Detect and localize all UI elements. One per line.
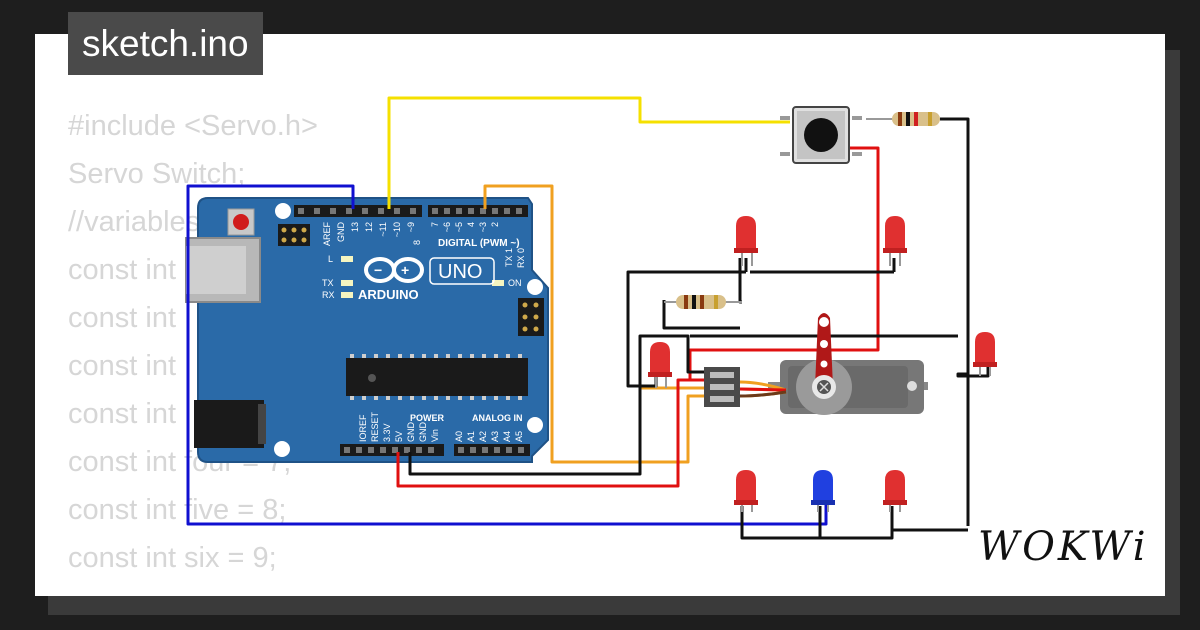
- analog-header-label: ANALOG IN: [472, 413, 523, 423]
- pin-label: ~6: [442, 222, 452, 232]
- led-red[interactable]: [734, 470, 758, 512]
- pin-label: RX 0: [516, 248, 526, 268]
- code-line: const int: [68, 350, 176, 382]
- led-red[interactable]: [883, 470, 907, 512]
- led-red[interactable]: [734, 216, 758, 266]
- digital-header-label: DIGITAL (PWM ~): [438, 238, 520, 249]
- code-line: const int: [68, 398, 176, 430]
- pin-label: A5: [514, 431, 524, 442]
- pin-label: Vin: [430, 429, 440, 442]
- resistor-top[interactable]: [866, 112, 940, 126]
- wokwi-logo: WOKWi: [978, 524, 1149, 570]
- pin-label: IOREF: [358, 414, 368, 442]
- pin-label: ~5: [454, 222, 464, 232]
- led-red[interactable]: [883, 216, 907, 266]
- pin-label: GND: [406, 422, 416, 443]
- pin-label: 7: [430, 222, 440, 227]
- led-label-on: ON: [508, 278, 522, 288]
- pin-label: 8: [412, 240, 422, 245]
- code-line: const int: [68, 302, 176, 334]
- pin-label: 5V: [394, 431, 404, 442]
- pushbutton[interactable]: [780, 106, 862, 164]
- wire-orange-2[interactable]: [640, 394, 706, 464]
- digital-header-left[interactable]: [294, 205, 422, 217]
- code-preview: #include <Servo.h> Servo Switch; //varia…: [68, 102, 318, 582]
- code-line: const int five = 8;: [68, 494, 287, 526]
- led-label-l: L: [328, 254, 333, 264]
- pin-label: 3.3V: [382, 423, 392, 442]
- pin-label: ~9: [406, 222, 416, 232]
- pin-label: 2: [490, 222, 500, 227]
- code-line: const int: [68, 254, 176, 286]
- pin-label: TX 1: [504, 248, 514, 267]
- pin-label: ~10: [392, 222, 402, 237]
- pin-label: A4: [502, 431, 512, 442]
- code-line: #include <Servo.h>: [68, 110, 318, 142]
- wire-red[interactable]: [396, 378, 706, 488]
- power-header-label: POWER: [410, 413, 445, 423]
- arduino-logo: [364, 257, 424, 283]
- pin-label: A2: [478, 431, 488, 442]
- pin-label: RESET: [370, 411, 380, 442]
- power-jack: [194, 400, 264, 448]
- pin-label: A3: [490, 431, 500, 442]
- pin-label: A1: [466, 431, 476, 442]
- led-label-rx: RX: [322, 290, 335, 300]
- resistor-middle[interactable]: [664, 295, 742, 309]
- pin-label: ~3: [478, 222, 488, 232]
- svg-text:+: +: [401, 262, 409, 278]
- wire-black[interactable]: [408, 334, 706, 476]
- pin-label: GND: [418, 422, 428, 443]
- pin-label: 13: [350, 222, 360, 232]
- wire-black-bus[interactable]: [940, 117, 970, 526]
- code-line: //variables: [68, 206, 201, 238]
- board-model: UNO: [438, 261, 482, 283]
- pin-label: 4: [466, 222, 476, 227]
- led-red[interactable]: [648, 342, 672, 388]
- pin-label: AREF: [322, 222, 332, 247]
- pin-label: 12: [364, 222, 374, 232]
- pin-label: GND: [336, 222, 346, 243]
- pin-label: A0: [454, 431, 464, 442]
- wire-yellow[interactable]: [387, 96, 790, 209]
- code-line: const int six = 9;: [68, 542, 277, 574]
- servo-motor[interactable]: [704, 313, 928, 415]
- led-red[interactable]: [973, 332, 997, 376]
- wire-red-2[interactable]: [688, 146, 880, 380]
- led-label-tx: TX: [322, 278, 334, 288]
- microcontroller-chip: [346, 358, 528, 396]
- svg-text:−: −: [374, 262, 382, 278]
- pin-label: ~11: [378, 222, 388, 237]
- digital-header-right[interactable]: [428, 205, 528, 217]
- wire-blue[interactable]: [186, 184, 828, 526]
- led-blue[interactable]: [811, 470, 835, 512]
- arduino-uno-board[interactable]: AREF GND 13 12 ~11 ~10 ~9 8 7 ~6 ~5 4 ~3…: [185, 197, 549, 463]
- file-tab-title: sketch.ino: [68, 12, 263, 75]
- board-brand: ARDUINO: [358, 287, 419, 302]
